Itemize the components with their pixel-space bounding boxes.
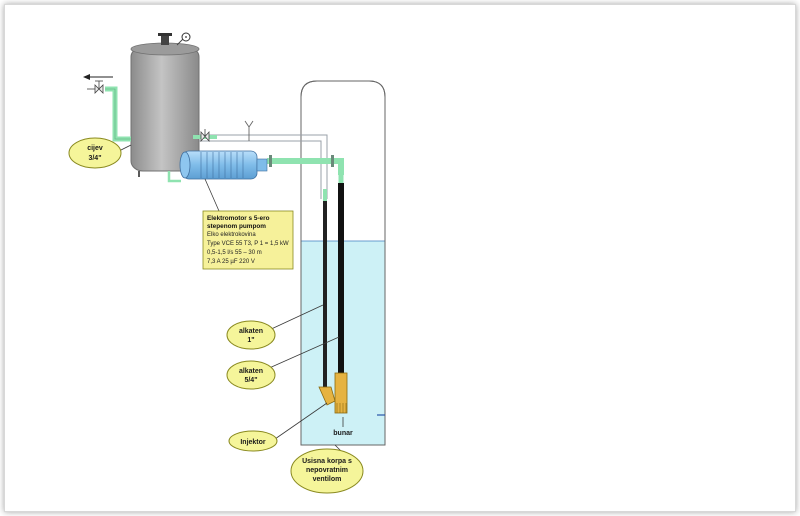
check-valve-icon xyxy=(200,130,210,143)
callout-usisna-korpa: Usisna korpa s nepovratnim ventilom xyxy=(290,448,364,494)
callout-cijev: cijev 3/4" xyxy=(68,137,122,169)
callout-cijev-line1: cijev xyxy=(87,145,103,152)
well-hoses xyxy=(318,183,348,414)
callout-usisna-line2: nepovratnim xyxy=(306,467,348,474)
suction-basket xyxy=(334,372,348,414)
callout-cijev-line2: 3/4" xyxy=(88,155,101,162)
outlet-pipe xyxy=(83,74,131,142)
callout-alkaten-1: alkaten 1" xyxy=(226,320,276,350)
callout-alkaten-5-4: alkaten 5/4" xyxy=(226,360,276,390)
electric-motor-pump xyxy=(179,150,268,180)
motor-note-line2: stepenom pumpom xyxy=(207,223,266,230)
callout-usisna-line1: Usisna korpa s xyxy=(302,458,352,465)
diagram-frame: cijev 3/4" alkaten 1" alkaten 5/4" Injek… xyxy=(4,4,796,512)
callout-alkaten-1-line2: 1" xyxy=(247,337,254,344)
callout-alkaten-5-4-line1: alkaten xyxy=(239,368,263,375)
connecting-pipes xyxy=(167,120,344,201)
callout-usisna-line3: ventilom xyxy=(313,476,342,483)
motor-note-line6: 7,3 A 25 µF 220 V xyxy=(207,259,255,265)
motor-note-line1: Elektromotor s 5-ero xyxy=(207,215,270,222)
callout-injektor: Injektor xyxy=(228,430,278,452)
callout-alkaten-5-4-line2: 5/4" xyxy=(244,377,257,384)
motor-note-line4: Type VCE 55 T3, P 1 = 1,5 kW xyxy=(207,241,289,247)
callout-alkaten-1-line1: alkaten xyxy=(239,328,263,335)
motor-note-line5: 0,5-1,5 l/s 55 – 30 m xyxy=(207,250,262,256)
motor-spec-note: Elektromotor s 5-ero stepenom pumpom Elk… xyxy=(202,210,294,270)
label-bunar: bunar xyxy=(333,430,353,437)
callout-injektor-text: Injektor xyxy=(240,439,266,446)
motor-note-line3: Elko elektrokovina xyxy=(207,232,256,238)
well-pump-diagram: cijev 3/4" alkaten 1" alkaten 5/4" Injek… xyxy=(68,32,386,494)
